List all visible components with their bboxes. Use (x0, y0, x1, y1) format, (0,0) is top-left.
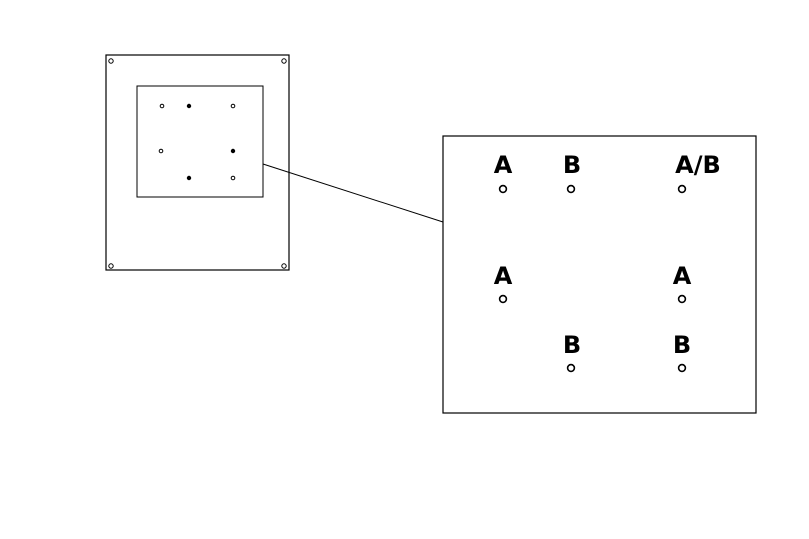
inner-panel-outline (136, 85, 264, 198)
inner-hole (230, 103, 236, 109)
inner-hole (230, 148, 236, 154)
plate-corner-hole-bottom-right (281, 263, 287, 269)
inner-hole (159, 103, 165, 109)
detail-hole-middle-left (498, 294, 508, 304)
detail-hole-top-middle (566, 184, 576, 194)
inner-hole (186, 103, 192, 109)
detail-hole-bottom-right (677, 363, 687, 373)
label-b-bottom-right: B (673, 331, 691, 359)
inner-hole (158, 148, 164, 154)
plate-corner-hole-bottom-left (108, 263, 114, 269)
label-b-bottom-middle: B (563, 331, 581, 359)
inner-hole (186, 175, 192, 181)
detail-hole-top-left (498, 184, 508, 194)
inner-hole (230, 175, 236, 181)
outer-plate-outline (105, 54, 290, 271)
detail-hole-top-right (677, 184, 687, 194)
label-a-middle-right: A (673, 262, 692, 290)
detail-view: A B A/B A A B B (442, 135, 757, 414)
plate-corner-hole-top-left (108, 58, 114, 64)
label-a-middle-left: A (494, 262, 513, 290)
label-ab-top-right: A/B (675, 151, 721, 179)
detail-hole-middle-right (677, 294, 687, 304)
callout-leader-line (262, 163, 444, 223)
detail-hole-bottom-middle (566, 363, 576, 373)
label-b-top-middle: B (563, 151, 581, 179)
plate-corner-hole-top-right (281, 58, 287, 64)
plate-overview (105, 54, 290, 271)
label-a-top-left: A (494, 151, 513, 179)
detail-frame (442, 135, 757, 414)
